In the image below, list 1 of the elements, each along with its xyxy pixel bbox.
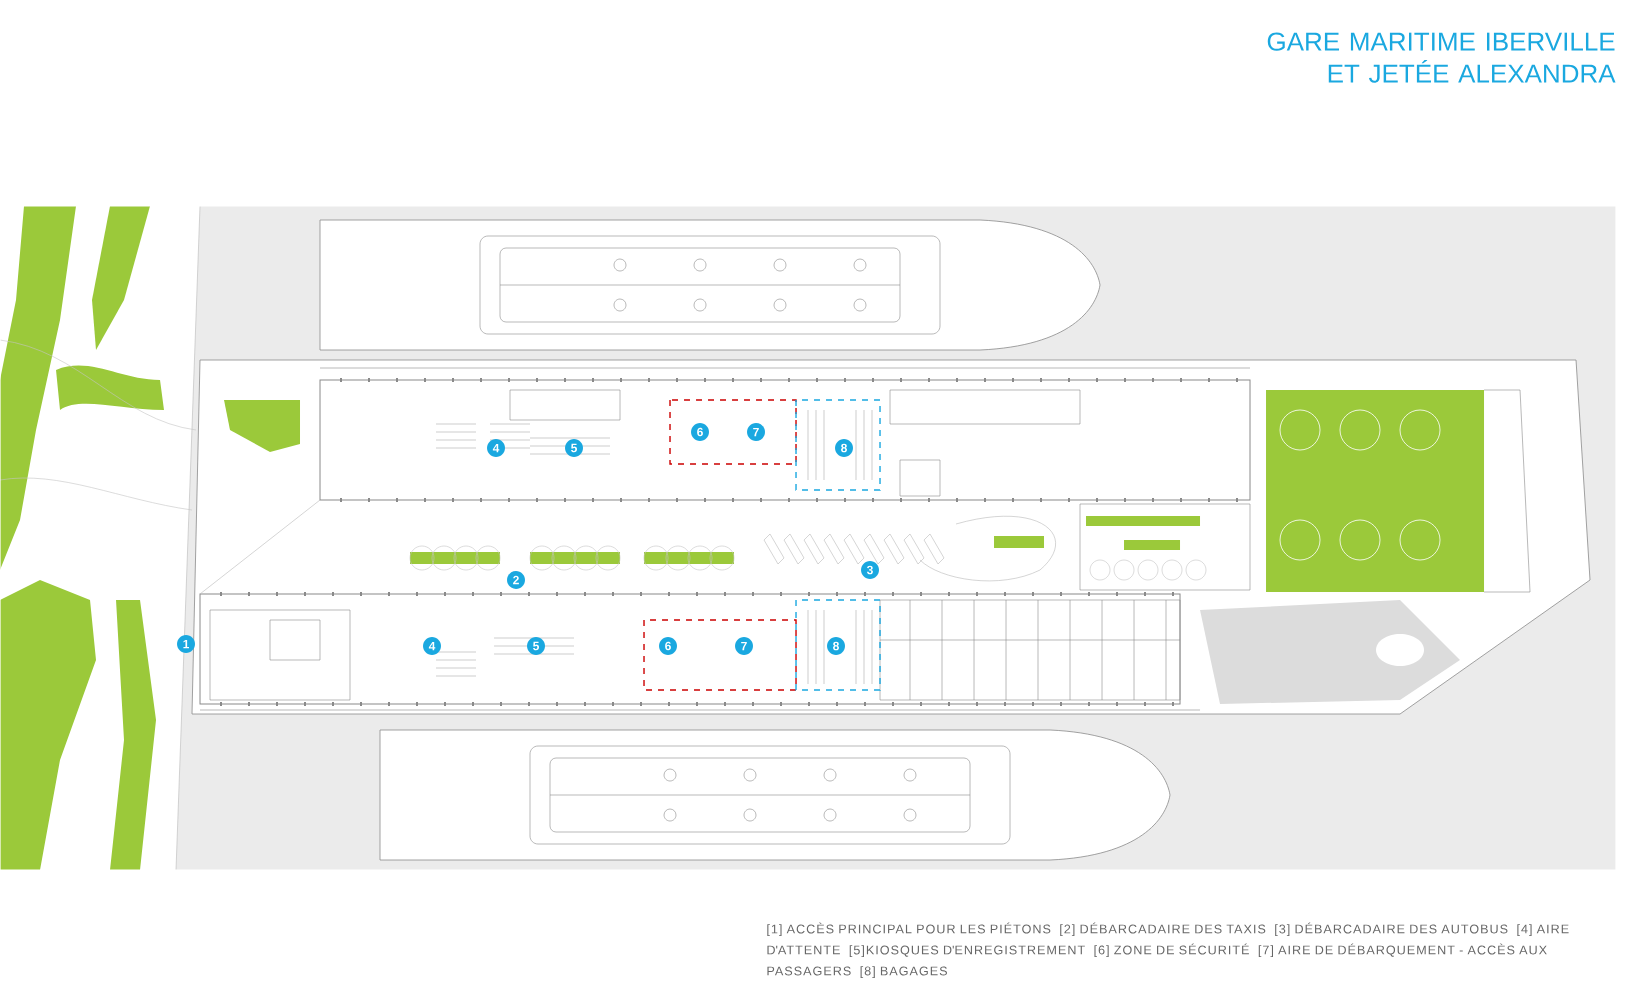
title: GARE MARITIME IBERVILLE ET JETÉE ALEXANDRA	[1267, 32, 1616, 83]
